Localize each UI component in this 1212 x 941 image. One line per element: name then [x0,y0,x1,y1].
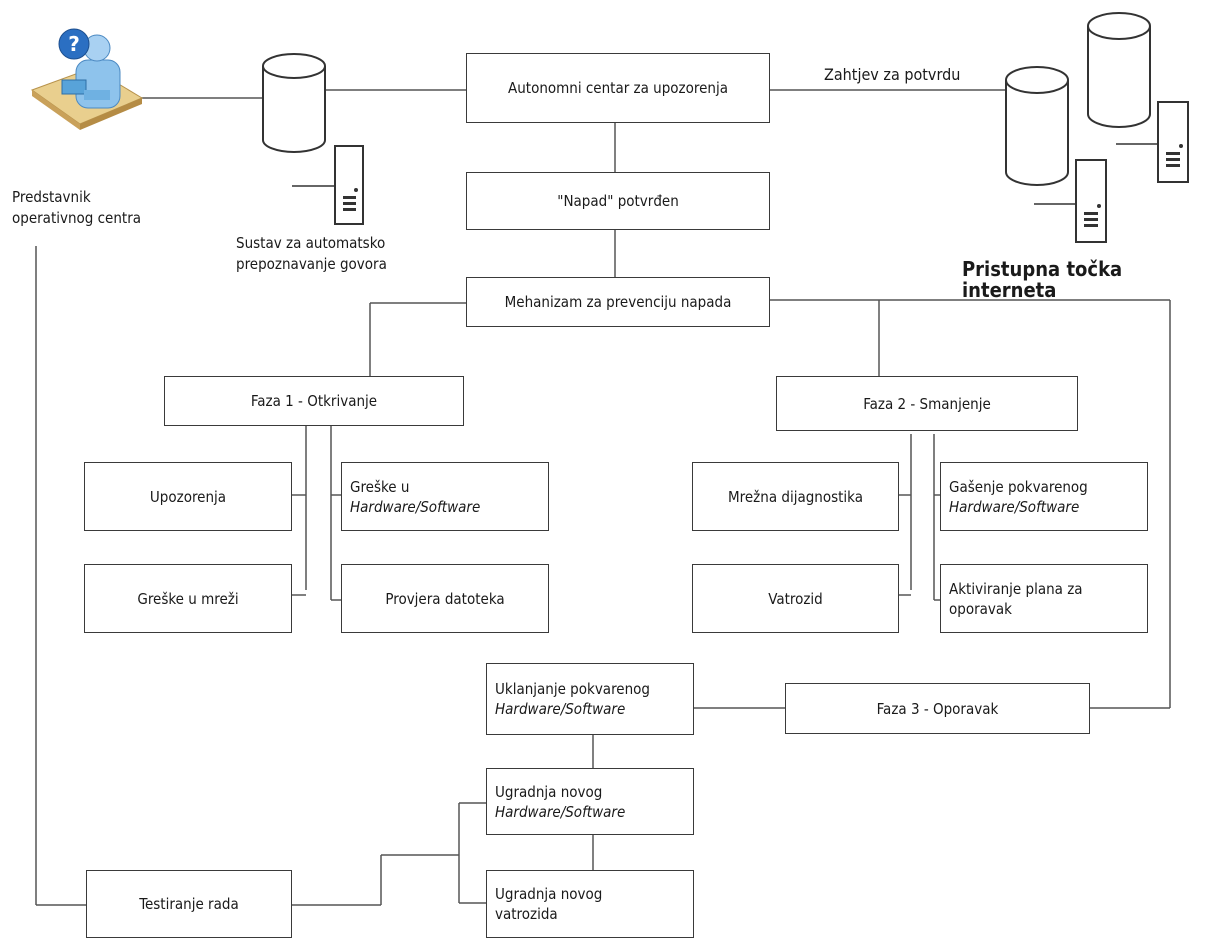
install-new-hw-node: Ugradnja novog Hardware/Software [486,768,694,835]
prevention-mechanism-node: Mehanizam za prevenciju napada [466,277,770,327]
file-check-node: Provjera datoteka [341,564,549,633]
database-icon [1087,12,1151,128]
phase2-node: Faza 2 - Smanjenje [776,376,1078,431]
internet-access-point-label: Pristupna točka interneta [962,257,1123,302]
network-diagnostics-node: Mrežna dijagnostika [692,462,899,531]
attack-confirmed-node: "Napad" potvrđen [466,172,770,230]
database-icon [1005,66,1069,186]
install-new-firewall-node: Ugradnja novog vatrozida [486,870,694,938]
confirmation-request-label: Zahtjev za potvrdu [824,65,961,84]
network-errors-node: Greške u mreži [84,564,292,633]
firewall-node: Vatrozid [692,564,899,633]
phase1-node: Faza 1 - Otkrivanje [164,376,464,426]
server-icon [292,145,364,225]
svg-text:?: ? [68,32,80,56]
hw-sw-errors-node: Greške u Hardware/Software [341,462,549,531]
testing-node: Testiranje rada [86,870,292,938]
operator-label: Predstavnik operativnog centra [12,188,142,227]
server-icon [1034,159,1107,243]
warnings-node: Upozorenja [84,462,292,531]
shutdown-faulty-node: Gašenje pokvarenog Hardware/Software [940,462,1148,531]
operator-icon: ? [30,28,144,130]
server-icon [1116,101,1189,183]
recovery-plan-node: Aktiviranje plana za oporavak [940,564,1148,633]
alert-center-node: Autonomni centar za upozorenja [466,53,770,123]
database-icon [262,53,326,153]
speech-recognition-label: Sustav za automatsko prepoznavanje govor… [236,234,387,273]
phase3-node: Faza 3 - Oporavak [785,683,1090,734]
remove-faulty-node: Uklanjanje pokvarenog Hardware/Software [486,663,694,735]
